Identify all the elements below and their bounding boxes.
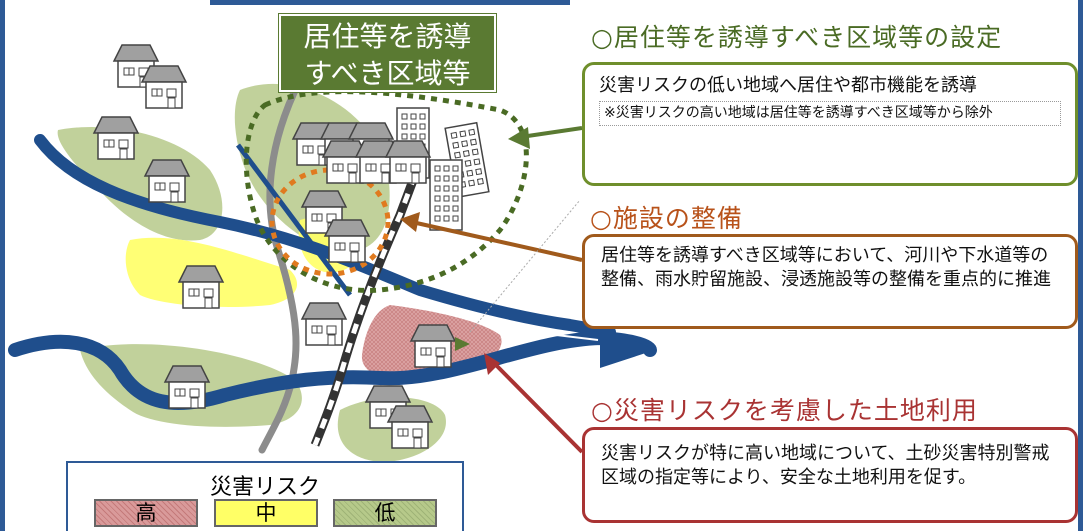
legend-high: 高 xyxy=(94,499,198,527)
legend-high-label: 高 xyxy=(135,501,157,525)
land-use-text: 災害リスクが特に高い地域について、土砂災害特別警戒区域の指定等により、安全な土地… xyxy=(601,443,1050,488)
river-arrow xyxy=(600,325,655,368)
heading-land-use: ○災害リスクを考慮した土地利用 xyxy=(591,396,978,425)
land-use-box: 災害リスクが特に高い地域について、土砂災害特別警戒区域の指定等により、安全な土地… xyxy=(582,427,1078,523)
zone-label-line1: 居住等を誘導 xyxy=(303,20,472,53)
facility-development-text: 居住等を誘導すべき区域等において、河川や下水道等の整備、雨水貯留施設、浸透施設等… xyxy=(601,245,1051,290)
river-main xyxy=(34,134,616,338)
residential-zone-note: ※災害リスクの高い地域は居住等を誘導すべき区域等から除外 xyxy=(604,105,993,121)
legend-low-label: 低 xyxy=(374,501,396,525)
residential-zone-text: 災害リスクの低い地域へ居住や都市機能を誘導 xyxy=(599,75,977,96)
residential-zone-note-box: ※災害リスクの高い地域は居住等を誘導すべき区域等から除外 xyxy=(599,101,1061,126)
river-branch xyxy=(235,143,353,297)
road xyxy=(258,76,304,454)
risk-legend: 災害リスク 高 中 低 xyxy=(66,461,464,531)
legend-title: 災害リスク xyxy=(209,475,320,500)
frame-left-border xyxy=(0,0,5,531)
facility-circle xyxy=(269,167,391,277)
heading-residential-zone: ○居住等を誘導すべき区域等の設定 xyxy=(591,23,1003,52)
induction-zone-boundary xyxy=(243,89,529,293)
legend-low: 低 xyxy=(333,499,437,527)
residential-zone-box: 災害リスクの低い地域へ居住や都市機能を誘導 ※災害リスクの高い地域は居住等を誘導… xyxy=(582,62,1078,186)
zone-label-line2: すべき区域等 xyxy=(304,57,471,90)
frame-top-border xyxy=(210,0,570,5)
legend-medium-label: 中 xyxy=(255,501,277,525)
frame-right-border xyxy=(1078,0,1083,531)
legend-medium: 中 xyxy=(214,499,318,527)
heading-facility-development: ○施設の整備 xyxy=(590,204,743,233)
green-marker xyxy=(455,337,470,351)
facility-development-box: 居住等を誘導すべき区域等において、河川や下水道等の整備、雨水貯留施設、浸透施設等… xyxy=(582,234,1078,329)
induction-zone-label: 居住等を誘導 すべき区域等 xyxy=(279,14,496,92)
